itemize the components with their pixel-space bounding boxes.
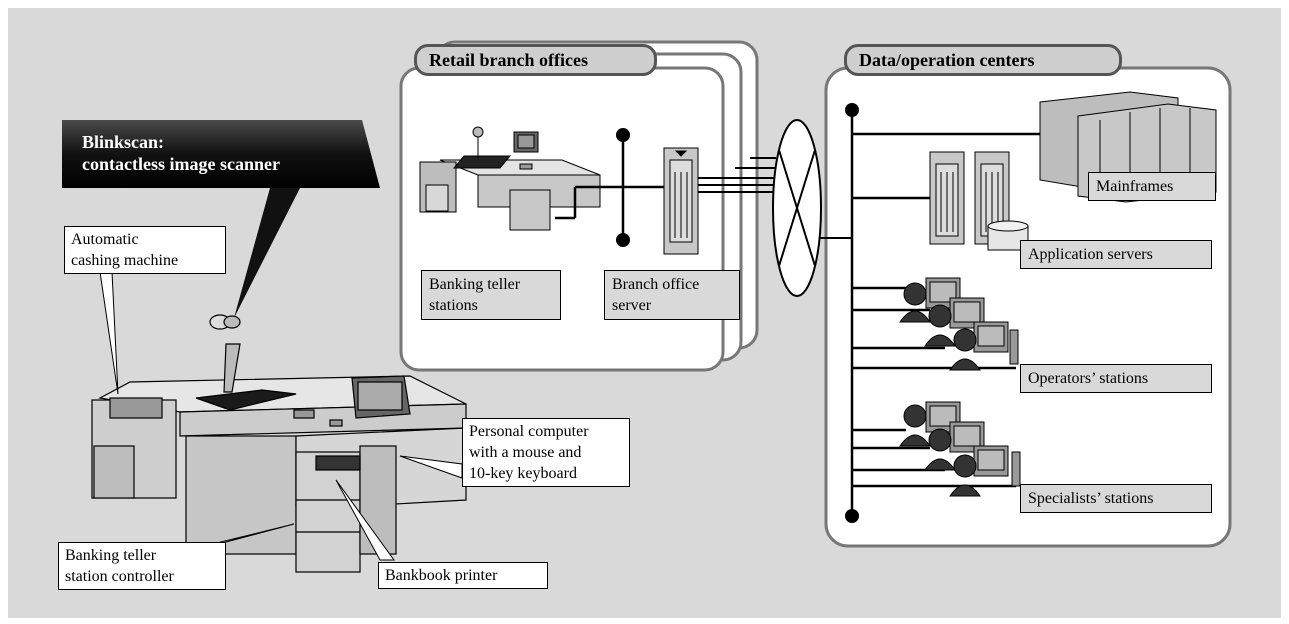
app-servers-icon xyxy=(929,151,1029,251)
retail-offices-title: Retail branch offices xyxy=(429,50,588,70)
bus-end-bottom xyxy=(616,233,630,247)
teller-stations-label: Banking teller stations xyxy=(421,270,561,320)
app-servers-label: Application servers xyxy=(1020,240,1212,269)
wan-cloud xyxy=(772,119,822,297)
branch-server-label: Branch office server xyxy=(604,270,740,320)
branch-server-icon xyxy=(663,147,699,255)
data-center-bus xyxy=(850,110,1040,516)
cashing-machine-callout: Automatic cashing machine xyxy=(64,226,226,274)
dc-bus-end-bottom xyxy=(845,509,859,523)
blinkscan-subtitle: contactless image scanner xyxy=(82,154,280,174)
teller-station-small xyxy=(419,126,601,231)
specialist-workstations xyxy=(899,401,1021,497)
bankbook-printer-callout: Bankbook printer xyxy=(378,562,548,589)
operators-stations-label: Operators’ stations xyxy=(1020,364,1212,393)
operator-workstations xyxy=(899,277,1019,371)
dc-bus-end-top xyxy=(845,103,859,117)
retail-bus xyxy=(555,135,664,240)
blinkscan-banner xyxy=(62,120,380,188)
blinkscan-beam xyxy=(234,188,300,318)
mainframes-label: Mainframes xyxy=(1088,172,1216,201)
station-controller-callout: Banking teller station controller xyxy=(58,542,226,590)
blinkscan-title: Blinkscan: xyxy=(82,132,165,152)
specialists-stations-label: Specialists’ stations xyxy=(1020,484,1212,513)
data-centers-title: Data/operation centers xyxy=(859,50,1035,70)
bus-end-top xyxy=(616,128,630,142)
teller-station-large xyxy=(91,314,467,573)
retail-offices-header: Retail branch offices xyxy=(414,44,657,76)
personal-computer-callout: Personal computer with a mouse and 10-ke… xyxy=(462,418,630,487)
wan-links xyxy=(698,157,852,239)
blinkscan-label: Blinkscan: contactless image scanner xyxy=(70,131,292,175)
data-centers-header: Data/operation centers xyxy=(844,44,1122,76)
